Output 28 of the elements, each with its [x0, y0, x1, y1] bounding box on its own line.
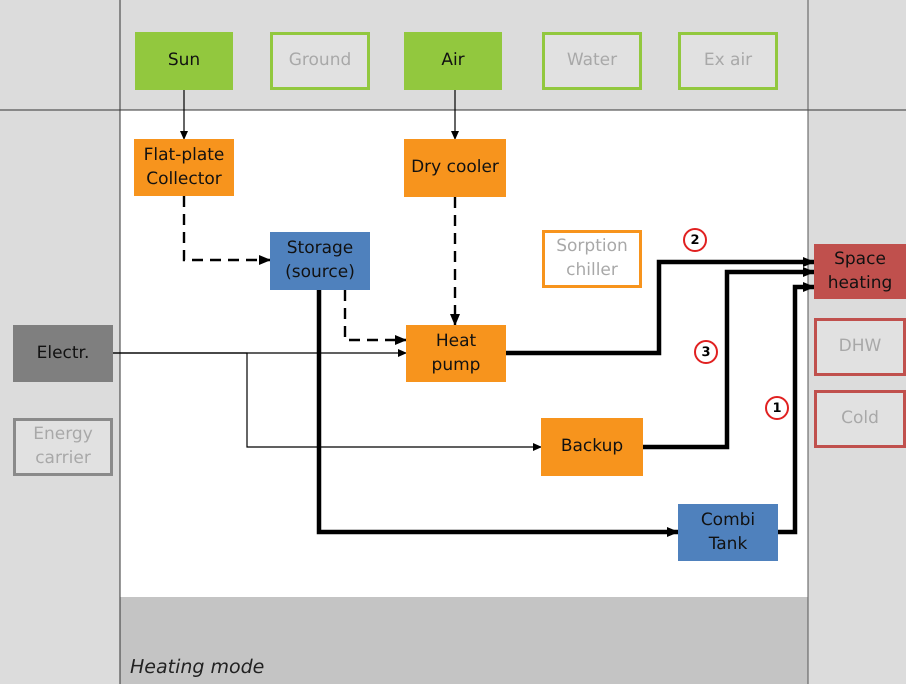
arrow — [113, 352, 542, 451]
arrow — [506, 257, 815, 356]
dashed-arrow — [344, 290, 407, 345]
demand-box: Cold — [814, 390, 906, 448]
component-box: Dry cooler — [404, 139, 506, 197]
source-box: Water — [542, 32, 642, 90]
dashed-arrow — [450, 197, 460, 326]
source-box: Ex air — [678, 32, 778, 90]
demand-box: Space heating — [814, 244, 906, 299]
source-box: Ground — [270, 32, 370, 90]
arrow — [643, 267, 815, 450]
arrow — [451, 90, 459, 140]
source-box: Air — [404, 32, 502, 90]
storage-box: Combi Tank — [678, 504, 778, 561]
storage-box: Storage (source) — [270, 232, 370, 290]
component-box: Backup — [541, 418, 643, 476]
caption: Heating mode — [130, 656, 264, 678]
dashed-arrow — [182, 196, 271, 265]
arrow — [778, 282, 815, 534]
demand-box: DHW — [814, 318, 906, 376]
carrier-box: Electr. — [13, 325, 113, 382]
component-box: Flat-plate Collector — [134, 139, 234, 196]
source-box: Sun — [135, 32, 233, 90]
carrier-box: Energy carrier — [13, 418, 113, 476]
component-box: Sorption chiller — [542, 230, 642, 288]
component-box: Heat pump — [406, 325, 506, 382]
arrow — [180, 90, 188, 140]
arrow — [316, 290, 679, 537]
